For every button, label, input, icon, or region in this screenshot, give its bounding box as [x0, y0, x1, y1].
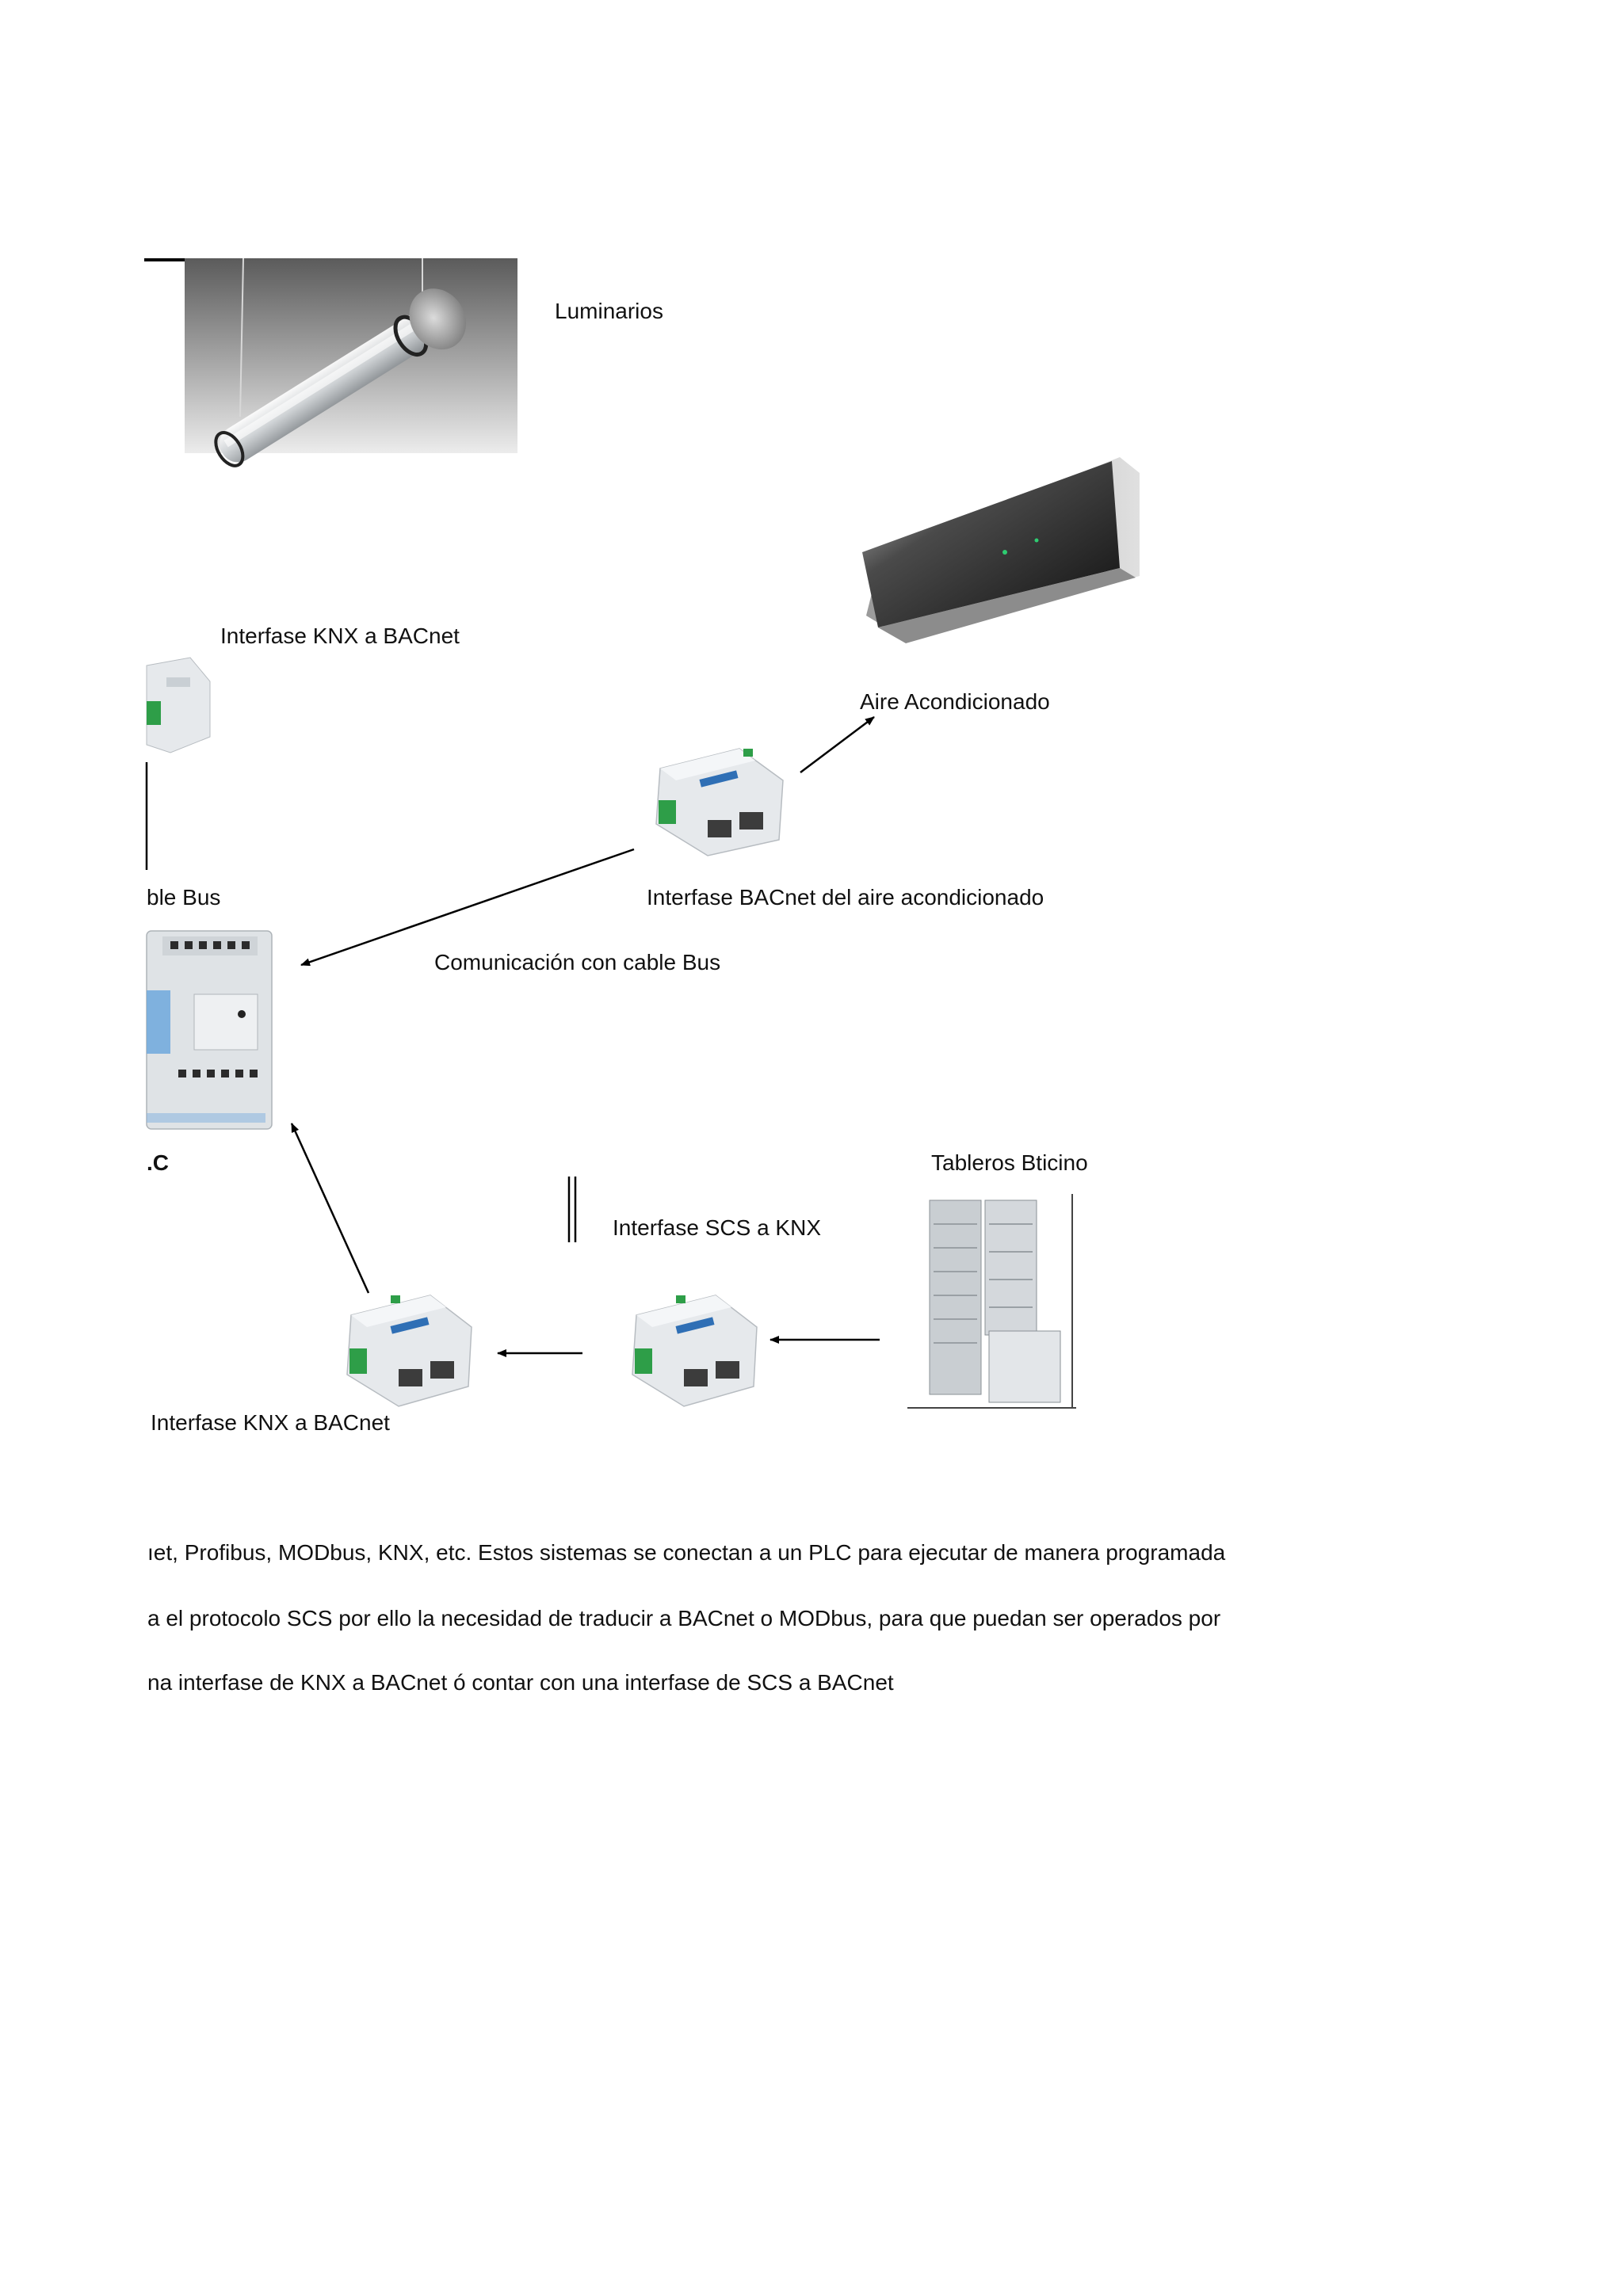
label-comunicacion-bus: Comunicación con cable Bus	[434, 950, 720, 975]
arrow-to-plc	[301, 849, 634, 965]
label-knx-bacnet-top: Interfase KNX a BACnet	[220, 624, 460, 649]
paragraph-line-3: na interfase de KNX a BACnet ó contar co…	[147, 1670, 894, 1695]
label-plc: .C	[147, 1150, 169, 1176]
label-luminarios: Luminarios	[555, 299, 663, 324]
arrow-knx-to-plc	[292, 1123, 369, 1293]
label-aire-acondicionado: Aire Acondicionado	[860, 689, 1050, 715]
label-interfase-aire: Interfase BACnet del aire acondicionado	[647, 885, 1044, 910]
label-knx-bacnet-bottom: Interfase KNX a BACnet	[151, 1410, 390, 1436]
label-cable-bus-left: ble Bus	[147, 885, 220, 910]
paragraph-line-2: a el protocolo SCS por ello la necesidad…	[147, 1606, 1220, 1631]
arrow-to-aire	[800, 717, 874, 772]
label-tableros-bticino: Tableros Bticino	[931, 1150, 1088, 1176]
paragraph-line-1: ıet, Profibus, MODbus, KNX, etc. Estos s…	[147, 1540, 1225, 1566]
label-scs-knx: Interfase SCS a KNX	[613, 1215, 821, 1241]
